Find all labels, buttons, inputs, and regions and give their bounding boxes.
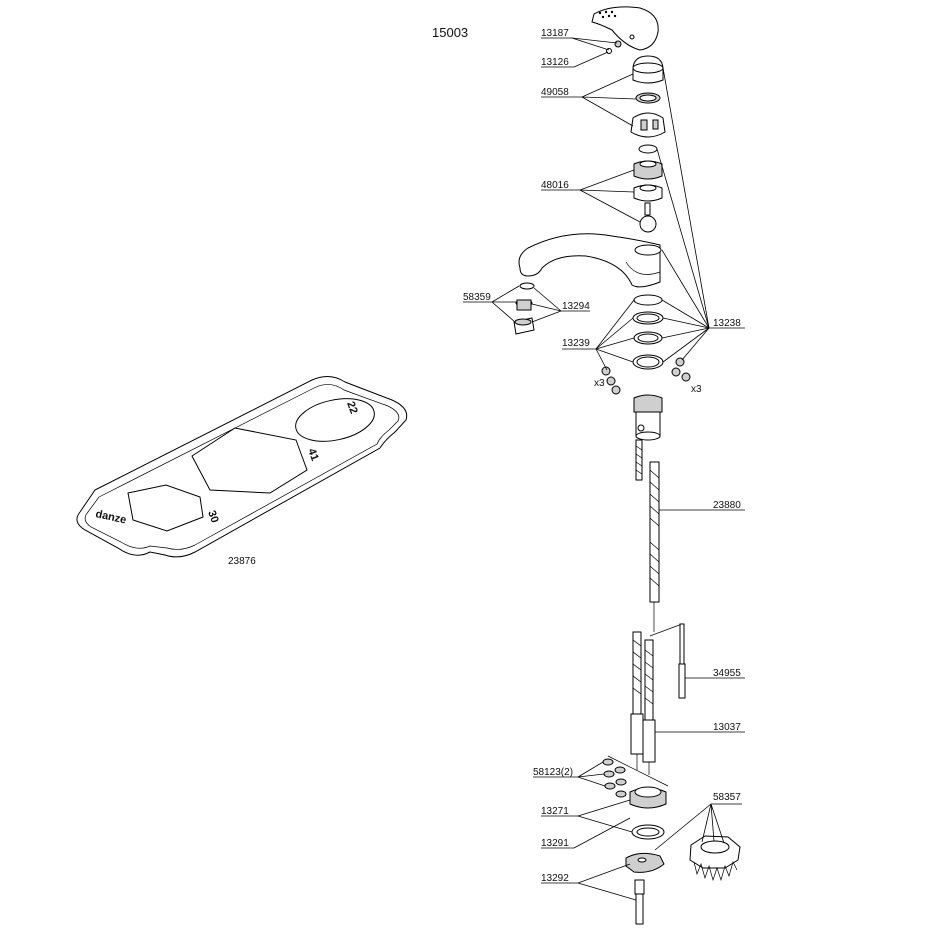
crown-nut <box>689 835 741 882</box>
washer-nut-set <box>602 755 669 798</box>
label-34955: 34955 <box>713 668 741 679</box>
label-13271: 13271 <box>541 806 569 817</box>
small-oring <box>638 144 658 154</box>
spout-body <box>518 233 662 288</box>
label-13239: 13239 <box>562 338 590 349</box>
handle-part <box>591 6 659 54</box>
cam-body <box>630 112 666 138</box>
qty-left: x3 <box>594 378 605 389</box>
ring-part <box>635 92 661 104</box>
cartridge-parts <box>633 160 663 233</box>
wrench-size-41: 41 <box>305 447 320 463</box>
qty-right: x3 <box>691 384 702 395</box>
label-13187: 13187 <box>541 28 569 39</box>
label-58123: 58123(2) <box>533 767 573 778</box>
label-23876: 23876 <box>228 556 256 567</box>
label-13238: 13238 <box>713 318 741 329</box>
aerator-parts <box>513 282 535 335</box>
base-ring <box>629 786 667 809</box>
dome-cap <box>632 55 664 84</box>
label-23880: 23880 <box>713 500 741 511</box>
mounting-nuts-right <box>671 357 691 382</box>
label-13126: 13126 <box>541 57 569 68</box>
supply-hoses <box>630 439 660 775</box>
label-58359: 58359 <box>463 292 491 303</box>
leader-lines <box>463 37 745 901</box>
label-13291: 13291 <box>541 838 569 849</box>
label-13294: 13294 <box>562 301 590 312</box>
mounting-nuts-left <box>601 366 621 395</box>
label-13292: 13292 <box>541 873 569 884</box>
label-58357: 58357 <box>713 792 741 803</box>
seal-rings <box>632 294 664 370</box>
base-body <box>633 394 663 441</box>
wrench-tool: 22 41 30 danze <box>76 376 408 558</box>
horseshoe-washer <box>625 852 665 925</box>
label-49058: 49058 <box>541 87 569 98</box>
label-48016: 48016 <box>541 180 569 191</box>
model-number: 15003 <box>432 25 468 40</box>
label-13037: 13037 <box>713 722 741 733</box>
mounting-stud <box>649 623 686 699</box>
wrench-size-22: 22 <box>344 400 359 416</box>
wrench-size-30: 30 <box>205 509 220 525</box>
